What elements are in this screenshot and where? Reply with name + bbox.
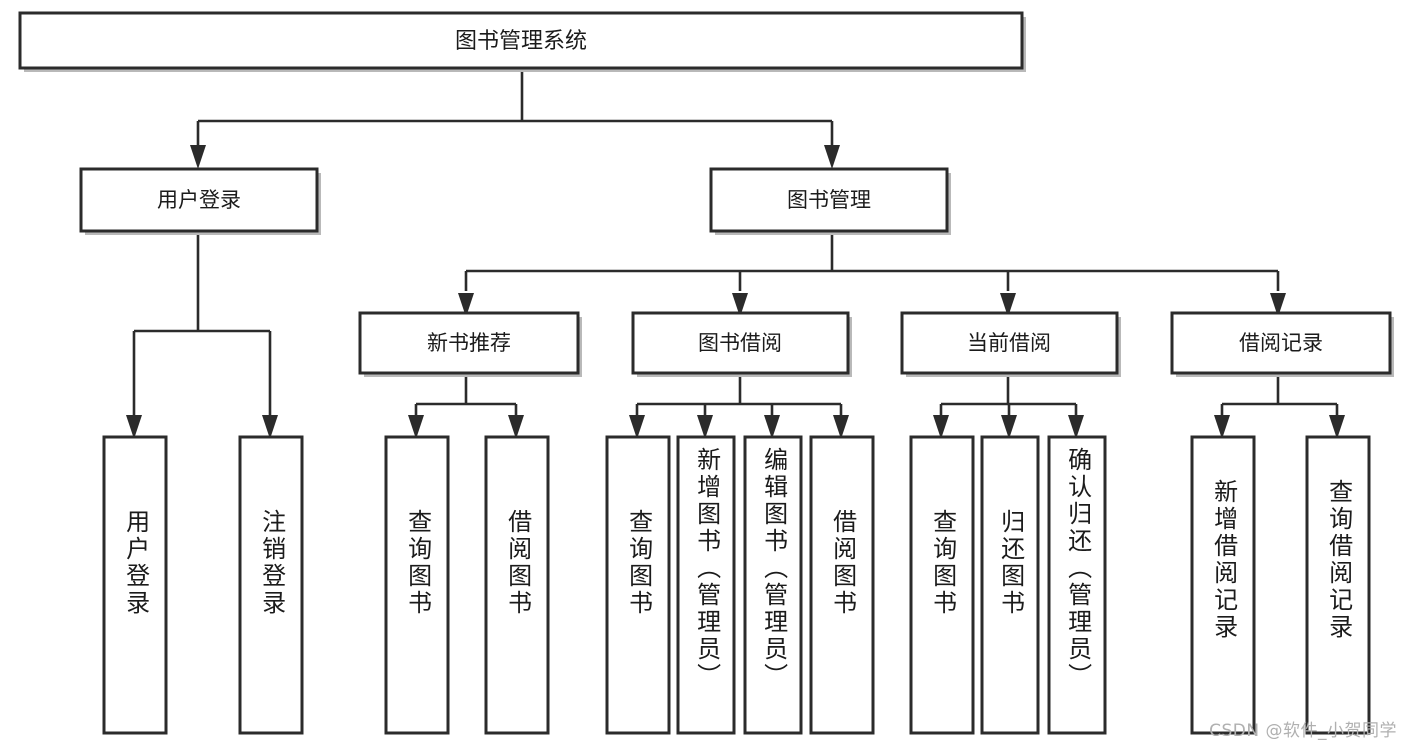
arrow-to-leaf-return-book <box>1001 415 1017 439</box>
leaf-box-add-record[interactable] <box>1190 435 1256 735</box>
book-manage-label: 图书管理 <box>787 188 871 212</box>
leaf-box-add-book[interactable] <box>676 435 736 735</box>
node-current-borrow[interactable]: 当前借阅 <box>900 311 1121 377</box>
arrow-to-leaf-query-book-2 <box>629 415 645 439</box>
arrow-to-leaf-query-book-1 <box>408 415 424 439</box>
arrow-to-leaf-confirm-return <box>1068 415 1084 439</box>
root-label: 图书管理系统 <box>455 29 587 54</box>
arrow-to-leaf-query-book-3 <box>933 415 949 439</box>
leaf-box-logout[interactable] <box>238 435 304 735</box>
leaf-box-query-book-1[interactable] <box>384 435 450 735</box>
book-borrow-label: 图书借阅 <box>698 331 782 355</box>
leaf-box-confirm-return[interactable] <box>1047 435 1107 735</box>
node-book-borrow[interactable]: 图书借阅 <box>631 311 852 377</box>
leaf-box-user-login[interactable] <box>102 435 168 735</box>
arrow-to-leaf-add-book <box>697 415 713 439</box>
new-book-rec-label: 新书推荐 <box>427 331 511 355</box>
node-root[interactable]: 图书管理系统 <box>18 11 1026 72</box>
leaf-box-query-book-2[interactable] <box>605 435 671 735</box>
arrow-to-leaf-add-record <box>1214 415 1230 439</box>
arrow-to-leaf-borrow-book-1 <box>508 415 524 439</box>
user-login-label: 用户登录 <box>157 188 241 212</box>
leaf-box-edit-book[interactable] <box>743 435 803 735</box>
leaf-box-query-book-3[interactable] <box>909 435 975 735</box>
arrow-to-leaf-logout <box>262 415 278 439</box>
book-manage-box <box>709 167 949 233</box>
leaf-box-query-record[interactable] <box>1305 435 1371 735</box>
new-book-rec-box <box>358 311 580 375</box>
user-login-box <box>79 167 319 233</box>
leaf-boxes-layer <box>102 435 1371 735</box>
borrow-record-label: 借阅记录 <box>1239 331 1323 355</box>
node-new-book-rec[interactable]: 新书推荐 <box>358 311 582 377</box>
arrow-to-leaf-borrow-book-2 <box>833 415 849 439</box>
node-book-manage[interactable]: 图书管理 <box>709 167 951 235</box>
node-user-login[interactable]: 用户登录 <box>79 167 321 235</box>
leaf-box-return-book[interactable] <box>980 435 1040 735</box>
current-borrow-box <box>900 311 1119 375</box>
arrow-to-book-manage <box>824 145 840 169</box>
leaf-box-borrow-book-2[interactable] <box>809 435 875 735</box>
book-borrow-box <box>631 311 850 375</box>
arrow-to-leaf-edit-book <box>764 415 780 439</box>
root-box <box>18 11 1024 70</box>
arrow-to-user-login <box>190 145 206 169</box>
edges-layer <box>126 70 1345 439</box>
borrow-record-box <box>1170 311 1392 375</box>
leaf-box-borrow-book-1[interactable] <box>484 435 550 735</box>
arrow-to-leaf-query-record <box>1329 415 1345 439</box>
csdn-watermark: CSDN @软件_小贺同学 <box>1209 721 1397 741</box>
current-borrow-label: 当前借阅 <box>967 331 1051 355</box>
arrow-to-leaf-user-login <box>126 415 142 439</box>
node-borrow-record[interactable]: 借阅记录 <box>1170 311 1394 377</box>
